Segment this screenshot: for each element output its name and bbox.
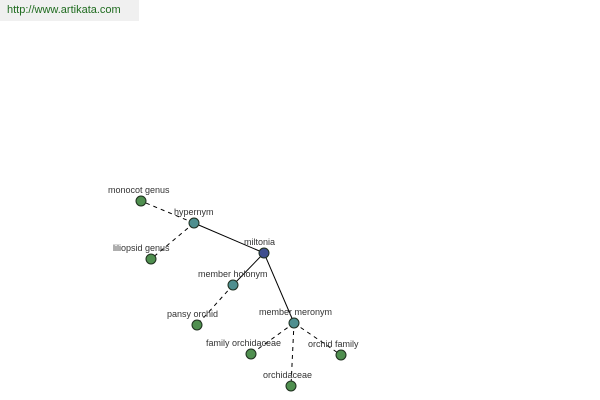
node-label-member-holonym[interactable]: member holonym xyxy=(198,269,268,279)
node-marker-member-holonym[interactable] xyxy=(227,279,239,291)
site-url-label[interactable]: http://www.artikata.com xyxy=(0,0,139,21)
node-marker-liliopsid-genus[interactable] xyxy=(145,253,157,265)
node-marker-family-orchidaceae[interactable] xyxy=(245,348,257,360)
edge-member-meronym-to-family-orchidaceae xyxy=(250,322,295,355)
node-marker-orchid-family[interactable] xyxy=(335,349,347,361)
edge-miltonia-to-member-meronym xyxy=(263,252,295,324)
node-orchidaceae[interactable]: orchidaceae xyxy=(263,370,312,392)
edge-miltonia-to-hypernym xyxy=(193,222,265,254)
node-label-family-orchidaceae[interactable]: family orchidaceae xyxy=(206,338,281,348)
edge-miltonia-to-member-holonym xyxy=(232,252,265,286)
node-member-meronym[interactable]: member meronym xyxy=(259,307,332,329)
edge-member-holonym-to-pansy-orchid xyxy=(196,284,234,326)
node-marker-pansy-orchid[interactable] xyxy=(191,319,203,331)
node-liliopsid-genus[interactable]: liliopsid genus xyxy=(113,243,170,265)
node-orchid-family[interactable]: orchid family xyxy=(308,339,359,361)
node-member-holonym[interactable]: member holonym xyxy=(198,269,268,291)
node-pansy-orchid[interactable]: pansy orchid xyxy=(167,309,218,331)
node-label-hypernym[interactable]: hypernym xyxy=(174,207,214,217)
node-label-orchid-family[interactable]: orchid family xyxy=(308,339,359,349)
node-family-orchidaceae[interactable]: family orchidaceae xyxy=(206,338,281,360)
node-label-pansy-orchid[interactable]: pansy orchid xyxy=(167,309,218,319)
node-marker-orchidaceae[interactable] xyxy=(285,380,297,392)
node-marker-miltonia[interactable] xyxy=(258,247,270,259)
node-monocot-genus[interactable]: monocot genus xyxy=(108,185,170,207)
node-label-orchidaceae[interactable]: orchidaceae xyxy=(263,370,312,380)
edges-layer xyxy=(140,200,342,387)
node-label-member-meronym[interactable]: member meronym xyxy=(259,307,332,317)
node-hypernym[interactable]: hypernym xyxy=(174,207,214,229)
node-marker-monocot-genus[interactable] xyxy=(135,195,147,207)
node-label-monocot-genus[interactable]: monocot genus xyxy=(108,185,170,195)
node-marker-hypernym[interactable] xyxy=(188,217,200,229)
node-marker-member-meronym[interactable] xyxy=(288,317,300,329)
edge-member-meronym-to-orchid-family xyxy=(293,322,342,356)
node-label-miltonia[interactable]: miltonia xyxy=(244,237,275,247)
node-label-liliopsid-genus[interactable]: liliopsid genus xyxy=(113,243,170,253)
edge-member-meronym-to-orchidaceae xyxy=(290,322,295,387)
node-miltonia[interactable]: miltonia xyxy=(244,237,275,259)
edge-hypernym-to-monocot-genus xyxy=(140,200,195,224)
nodes-layer: miltonia hypernym member holonym member mer… xyxy=(108,185,359,392)
edge-hypernym-to-liliopsid-genus xyxy=(150,222,195,260)
